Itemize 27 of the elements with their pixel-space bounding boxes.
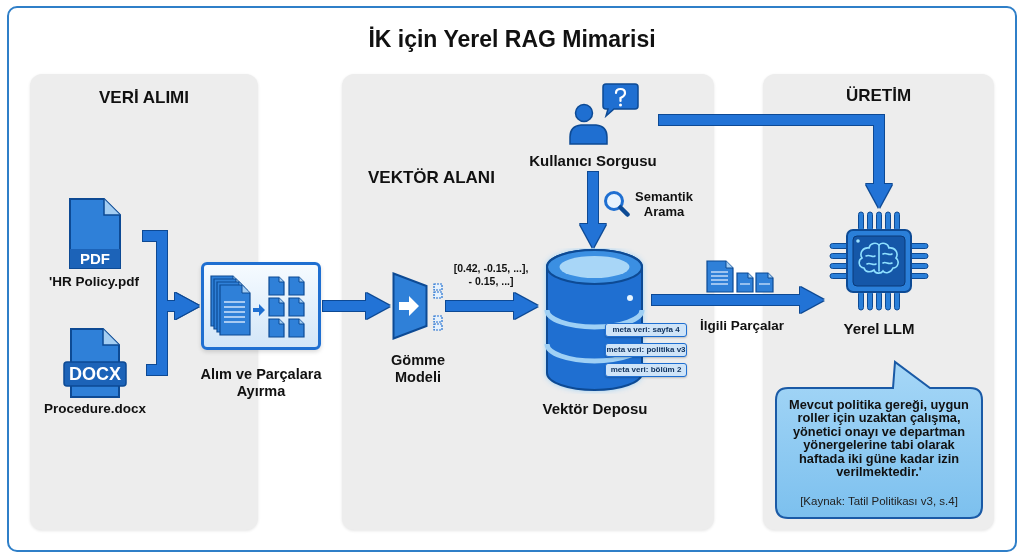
file-name: Procedure.docx (43, 401, 146, 417)
panel-title: VERİ ALIMI (98, 88, 189, 108)
metadata-tag: meta veri: bölüm 2 (605, 363, 687, 377)
arrow (323, 293, 390, 319)
edge-label: İlgili Parçalar (700, 318, 785, 334)
arrow (580, 172, 606, 248)
arrow (652, 287, 824, 313)
edge-label: [0.42, -0.15, ...], - 0.15, ...] (452, 262, 530, 288)
arrow (446, 293, 538, 319)
diagram-title: İK için Yerel RAG Mimarisi (368, 25, 656, 53)
metadata-tag: meta veri: sayfa 4 (605, 323, 687, 337)
file-name: 'HR Policy.pdf (49, 274, 139, 290)
arrow (147, 293, 199, 375)
file-type-label: PDF (80, 250, 110, 267)
source-citation: [Kaynak: Tatil Politikası v3, s.4] (800, 494, 958, 508)
process-label: Alım ve Parçalara Ayırma (199, 366, 323, 400)
edge-label: Semantik Arama (634, 189, 694, 219)
file-type-label: DOCX (69, 364, 121, 384)
metadata-tag: meta veri: politika v3 (605, 343, 687, 357)
database-label: Vektör Deposu (542, 400, 648, 418)
process-label: Kullanıcı Sorgusu (529, 152, 657, 170)
panel-title: ÜRETİM (845, 86, 912, 106)
process-label: Gömme Modeli (390, 352, 446, 386)
panel-title: VEKTÖR ALANI (368, 168, 495, 187)
arrow (659, 115, 892, 208)
model-label: Yerel LLM (843, 320, 915, 338)
answer-text: Mevcut politika gereği, uygun roller için uzaktan çalışma, yönetici onayı ve departman yönergelerine tabi olarak haftada iki güne kadar izin verilmektedir.' (788, 398, 970, 479)
